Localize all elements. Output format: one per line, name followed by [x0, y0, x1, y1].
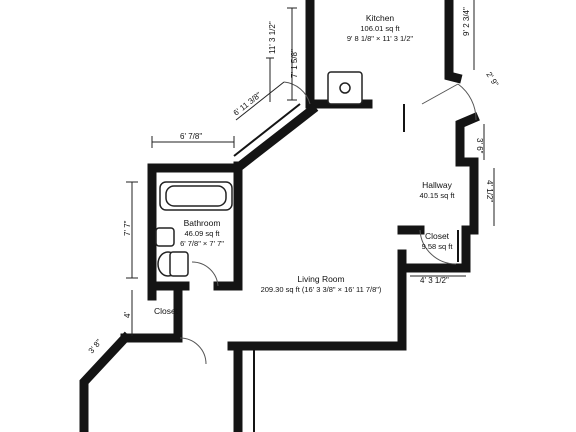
diagonal-window — [233, 103, 301, 157]
left-angled-wall — [79, 331, 132, 432]
kitchen-size: 9' 8 1/8" × 11' 3 1/2" — [347, 34, 414, 43]
doors — [179, 81, 477, 365]
closet-right-name: Closet — [425, 231, 450, 241]
dim-7-1-5-8: 7' 1 5/8" — [290, 49, 299, 78]
dim-3-6: 3' 6" — [475, 138, 484, 154]
left-closet-wall — [147, 281, 183, 343]
diagonal-wall — [233, 103, 319, 173]
hallway-right-upper — [455, 112, 480, 167]
hallway-right-lower — [405, 157, 479, 273]
dimension-lines — [126, 0, 495, 336]
stove-burner — [339, 82, 351, 94]
walls — [79, 0, 480, 432]
living-bottom-wall — [227, 249, 407, 351]
dim-11-3-half: 11' 3 1/2" — [268, 21, 277, 54]
dim-line-diagonal — [235, 81, 285, 121]
kitchen-door — [283, 81, 311, 105]
dim-7-7: 7' 7" — [123, 220, 132, 236]
kitchen-name: Kitchen — [366, 13, 395, 23]
closet-left-name: Closet — [154, 306, 179, 316]
kitchen-right-wall — [444, 0, 463, 84]
dim-6-11-3-8: 6' 11 3/8" — [232, 90, 263, 117]
hallway-area: 40.15 sq ft — [419, 191, 455, 200]
dim-4-1-2: 4' 1/2" — [485, 180, 494, 202]
hallway-name: Hallway — [422, 180, 453, 190]
bathroom-size: 6' 7/8" × 7' 7" — [180, 239, 224, 248]
dim-4-3-1-2: 4' 3 1/2" — [420, 276, 449, 285]
kitchen-area: 106.01 sq ft — [360, 24, 400, 33]
room-labels: Kitchen 106.01 sq ft 9' 8 1/8" × 11' 3 1… — [154, 13, 455, 316]
bathroom-door-swing — [191, 261, 219, 287]
entry-door-leaf — [421, 83, 459, 105]
toilet-tank — [169, 251, 189, 277]
bathroom-name: Bathroom — [184, 218, 221, 228]
entry-door-swing — [457, 83, 477, 121]
sink — [155, 227, 175, 247]
dim-6-7-8: 6' 7/8" — [180, 132, 202, 141]
bathtub-inner — [165, 185, 227, 207]
living-room-area: 209.30 sq ft (16' 3 3/8" × 16' 11 7/8") — [261, 285, 382, 294]
dim-3-8: 3' 8" — [87, 338, 104, 356]
dim-line-bath-height — [126, 181, 138, 279]
left-closet-door-swing — [179, 337, 207, 365]
dim-9-2-3-4: 9' 2 3/4" — [462, 7, 471, 36]
dim-2-9: 2' 9" — [484, 70, 500, 88]
hallway-closet-door — [419, 229, 457, 265]
living-room-name: Living Room — [297, 274, 344, 284]
bathroom-area: 46.09 sq ft — [184, 229, 220, 238]
dim-4: 4' — [123, 312, 132, 318]
dim-line-bath-width — [151, 136, 235, 148]
dim-line-7-1-5-8 — [266, 57, 274, 102]
closet-right-area: 9.58 sq ft — [422, 242, 454, 251]
fixtures — [155, 71, 363, 277]
dim-line-kitchen-height — [287, 7, 297, 101]
